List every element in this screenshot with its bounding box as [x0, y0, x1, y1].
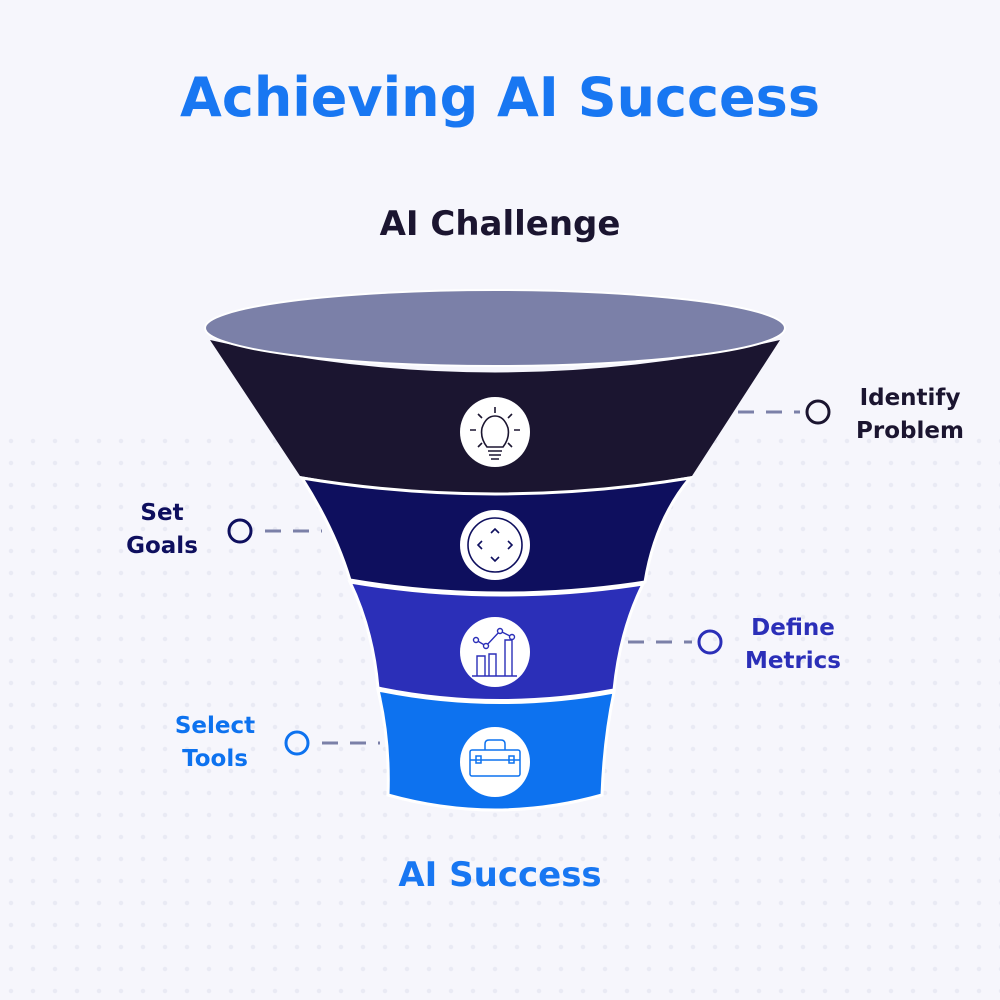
funnel-rim [204, 289, 786, 367]
marker-define-metrics [697, 629, 723, 655]
label-line: Problem [856, 418, 964, 444]
direction-arrows-icon [460, 510, 530, 580]
marker-select-tools [284, 730, 310, 756]
label-line: Goals [126, 533, 198, 559]
lightbulb-icon [460, 397, 530, 467]
top-label: AI Challenge [379, 204, 621, 244]
label-line: Identify [859, 385, 961, 411]
chart-icon [460, 617, 530, 687]
marker-identify-problem [805, 399, 831, 425]
stage-label-select-tools: Select Tools [160, 710, 270, 776]
toolbox-icon [460, 727, 530, 797]
label-line: Define [751, 615, 835, 641]
stage-label-define-metrics: Define Metrics [733, 612, 853, 678]
marker-set-goals [227, 518, 253, 544]
stage-label-set-goals: Set Goals [112, 497, 212, 563]
label-line: Metrics [744, 648, 842, 674]
stage-label-identify-problem: Identify Problem [845, 382, 975, 448]
page-title: Achieving AI Success [180, 66, 820, 129]
label-line: Set [140, 500, 184, 526]
label-line: Tools [182, 746, 248, 772]
label-line: Select [174, 713, 256, 739]
bottom-label: AI Success [398, 855, 602, 895]
